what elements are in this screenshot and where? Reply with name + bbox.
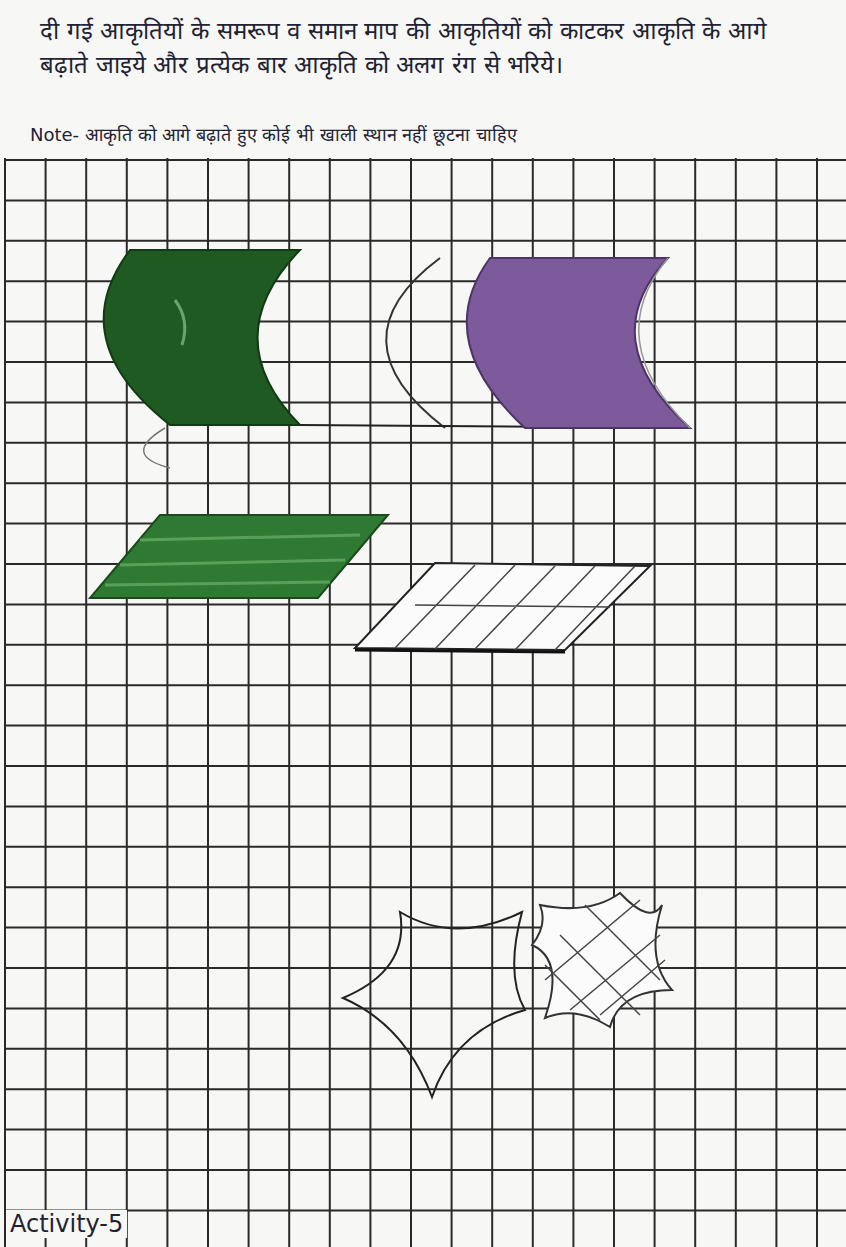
- crayon-stroke: [105, 535, 360, 585]
- note-text: Note- आकृति को आगे बढ़ाते हुए कोई भी खाल…: [30, 122, 517, 146]
- crayon-stroke: [175, 300, 185, 345]
- grid-line: [5, 442, 846, 444]
- grid-line: [5, 1048, 846, 1050]
- crescent-outline: [386, 258, 445, 428]
- grid-line: [5, 846, 846, 848]
- grid-line: [5, 482, 846, 484]
- grid-line: [5, 159, 846, 161]
- grid-line: [5, 401, 846, 403]
- green-parallelogram: [90, 515, 388, 598]
- grid-line: [5, 1129, 846, 1131]
- grid-line: [5, 725, 846, 727]
- grid-lines: [5, 158, 846, 1247]
- grid-line: [5, 967, 846, 969]
- grid-line: [5, 199, 846, 201]
- pencil-arc: [639, 258, 690, 428]
- pencil-arc: [144, 428, 170, 468]
- cut-parallelogram: [355, 563, 650, 650]
- piece-grid: [545, 900, 665, 1020]
- grid-line: [5, 684, 846, 686]
- curvy-square-outline: [343, 912, 525, 1097]
- grid-line: [5, 1088, 846, 1090]
- grid-line: [5, 1007, 846, 1009]
- grid-line: [5, 886, 846, 888]
- purple-crescent: [467, 258, 690, 428]
- grid-line: [5, 765, 846, 767]
- green-crescent: [104, 250, 300, 425]
- grid-line: [5, 1209, 846, 1211]
- grid-line: [5, 805, 846, 807]
- grid-line: [5, 1169, 846, 1171]
- grid-line: [5, 927, 846, 929]
- base-line: [355, 650, 565, 652]
- activity-label: Activity-5: [6, 1210, 127, 1238]
- grid-line: [5, 240, 846, 242]
- cut-curvy-piece: [532, 893, 672, 1027]
- grid-line: [5, 523, 846, 525]
- piece-grid: [395, 565, 635, 650]
- instruction-text: दी गई आकृतियों के समरूप व समान माप की आक…: [40, 14, 820, 82]
